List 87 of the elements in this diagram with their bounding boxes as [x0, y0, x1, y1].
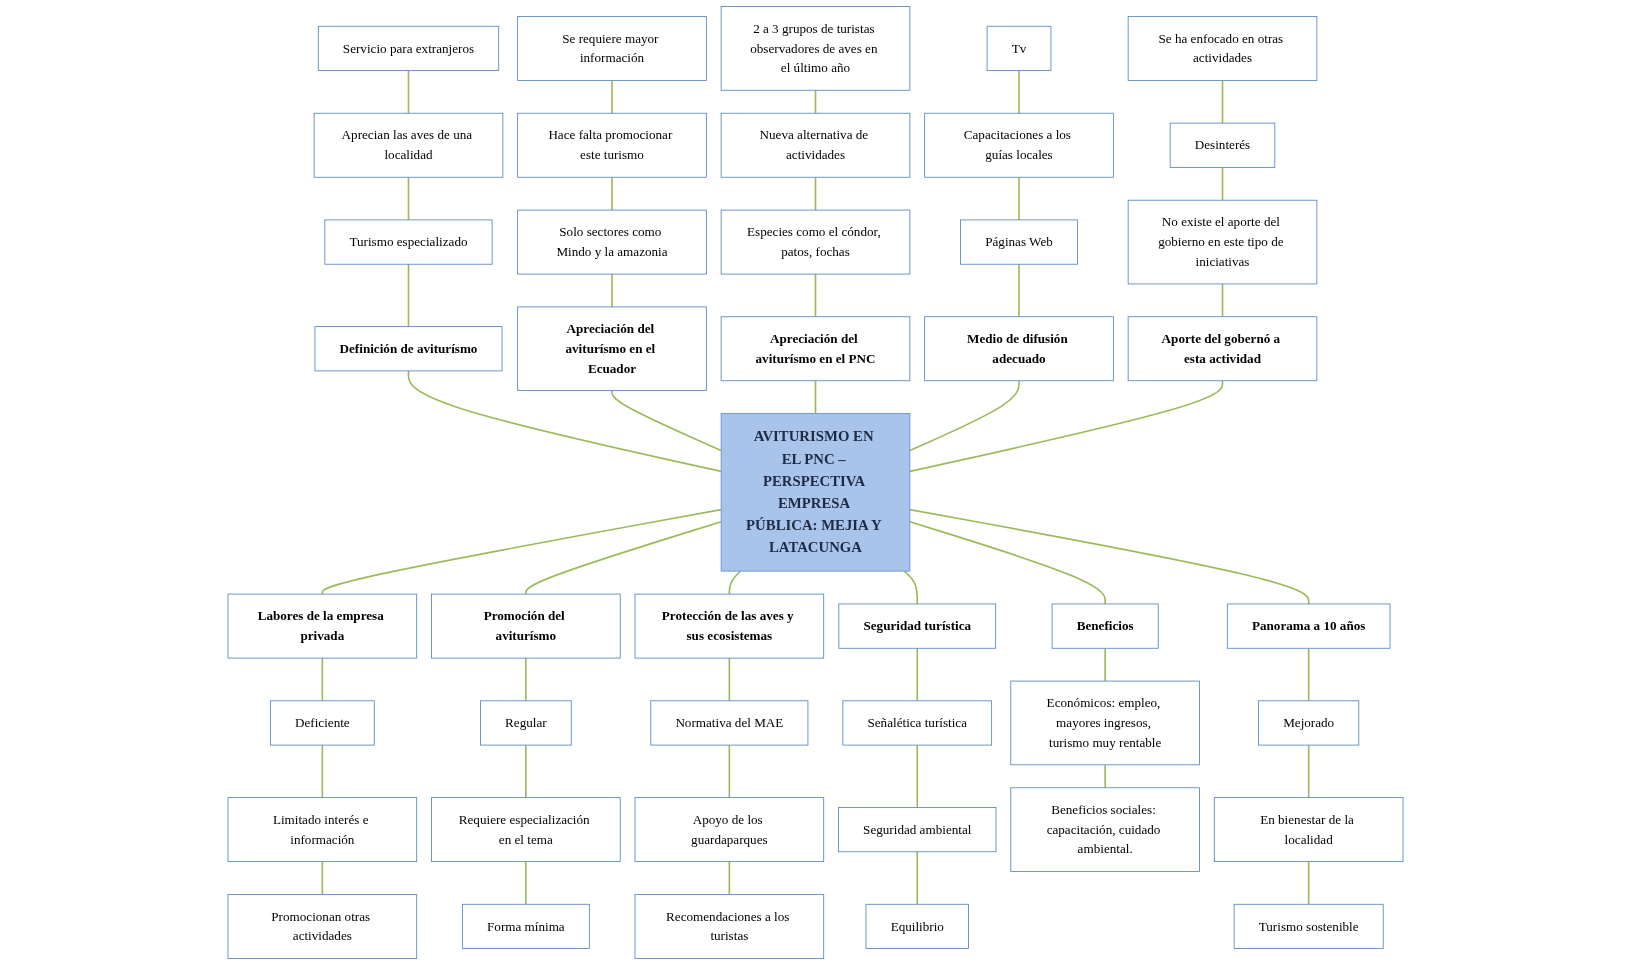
connector	[525, 744, 527, 799]
connector	[728, 657, 731, 702]
connector	[814, 379, 817, 415]
connector	[611, 176, 613, 211]
node-box: Beneficios sociales: capacitación, cuidado ambiental.	[1010, 787, 1200, 872]
connector	[903, 570, 919, 605]
node-box: Promocionan otras actividades	[227, 894, 418, 959]
connector	[321, 657, 324, 702]
node-box: Mejorado	[1258, 700, 1360, 746]
connector	[728, 570, 742, 595]
node-box: Nueva alternativa de actividades	[720, 112, 911, 178]
connector	[1307, 647, 1310, 702]
connector	[1221, 283, 1224, 318]
connector	[909, 508, 1310, 605]
connector	[407, 69, 410, 115]
node-box: Deficiente	[269, 700, 375, 746]
connector	[916, 850, 919, 906]
connector	[407, 263, 410, 328]
connector	[814, 176, 817, 211]
node-box: Apreciación del aviturísmo en el Ecuador	[517, 306, 707, 391]
node-box: Regular	[480, 700, 572, 746]
connector	[916, 647, 919, 702]
connector	[611, 389, 722, 452]
node-box: Apoyo de los guardaparques	[634, 797, 825, 862]
node-box: Definición de aviturísmo	[314, 326, 503, 372]
node-box: Medio de difusión adecuado	[924, 316, 1114, 382]
node-box: AVITURISMO EN EL PNC – PERSPECTIVA EMPRESA PÚBLICA: MEJIA Y LATACUNGA	[720, 413, 911, 572]
node-box: Capacitaciones a los guías locales	[924, 112, 1114, 178]
node-box: Hace falta promocionar este turismo	[517, 112, 707, 178]
connector	[1104, 647, 1106, 682]
node-box: Tv	[986, 25, 1052, 71]
node-box: No existe el aporte del gobierno en este tipo de iniciativas	[1127, 199, 1318, 285]
connector	[321, 744, 324, 799]
node-box: Se requiere mayor información	[517, 16, 707, 81]
connector	[1018, 263, 1020, 318]
node-box: Páginas Web	[960, 219, 1078, 265]
connector	[1104, 763, 1106, 789]
connector	[1221, 166, 1224, 202]
connector	[1307, 744, 1310, 799]
node-box: Económicos: empleo, mayores ingresos, turismo muy rentable	[1010, 680, 1200, 766]
connector	[321, 860, 324, 896]
node-box: 2 a 3 grupos de turistas observadores de aves en el último año	[720, 6, 911, 91]
connector	[321, 508, 722, 595]
node-box: Recomendaciones a los turistas	[634, 894, 825, 959]
node-box: Servicio para extranjeros	[317, 25, 500, 71]
connector	[1221, 79, 1224, 124]
node-box: Requiere especialización en el tema	[431, 797, 621, 862]
connector	[407, 176, 410, 221]
connector	[1307, 860, 1310, 906]
node-box: Seguridad turística	[838, 603, 997, 649]
node-box: Señalética turística	[842, 700, 993, 746]
node-box: Protección de las aves y sus ecosistemas	[634, 593, 825, 659]
node-box: Desinterés	[1169, 122, 1276, 168]
node-box: Labores de la empresa privada	[227, 593, 418, 659]
connector	[525, 860, 527, 906]
connector	[407, 370, 722, 473]
connector	[916, 744, 919, 809]
connector	[814, 89, 817, 115]
node-box: Especies como el cóndor, patos, fochas	[720, 209, 911, 275]
node-box: Forma mínima	[461, 903, 590, 949]
connector	[611, 273, 613, 308]
node-box: Panorama a 10 años	[1226, 603, 1391, 649]
connector	[1018, 176, 1020, 221]
connector	[728, 860, 731, 896]
node-box: Turismo especializado	[324, 219, 493, 265]
node-box: Beneficios	[1051, 603, 1159, 649]
node-box: Solo sectores como Mindo y la amazonia	[517, 209, 707, 275]
connector	[525, 520, 722, 595]
node-box: Turismo sostenible	[1233, 903, 1384, 949]
connector	[814, 273, 817, 318]
connector	[1018, 69, 1020, 115]
connector	[611, 79, 613, 115]
connector	[909, 379, 1020, 452]
node-box: En bienestar de la localidad	[1213, 797, 1404, 862]
node-box: Equilibrio	[865, 903, 969, 949]
connector	[909, 520, 1106, 605]
node-box: Apreciación del aviturísmo en el PNC	[720, 316, 911, 382]
connector	[728, 744, 731, 799]
connector	[525, 657, 527, 702]
node-box: Aprecian las aves de una localidad	[313, 112, 504, 178]
node-box: Se ha enfocado en otras actividades	[1127, 16, 1318, 81]
node-box: Promoción del aviturísmo	[431, 593, 621, 659]
node-box: Limitado interés e información	[227, 797, 418, 862]
node-box: Normativa del MAE	[650, 700, 809, 746]
connector	[909, 379, 1224, 473]
node-box: Seguridad ambiental	[838, 807, 997, 853]
node-box: Aporte del gobernó a esta actividad	[1127, 316, 1318, 382]
